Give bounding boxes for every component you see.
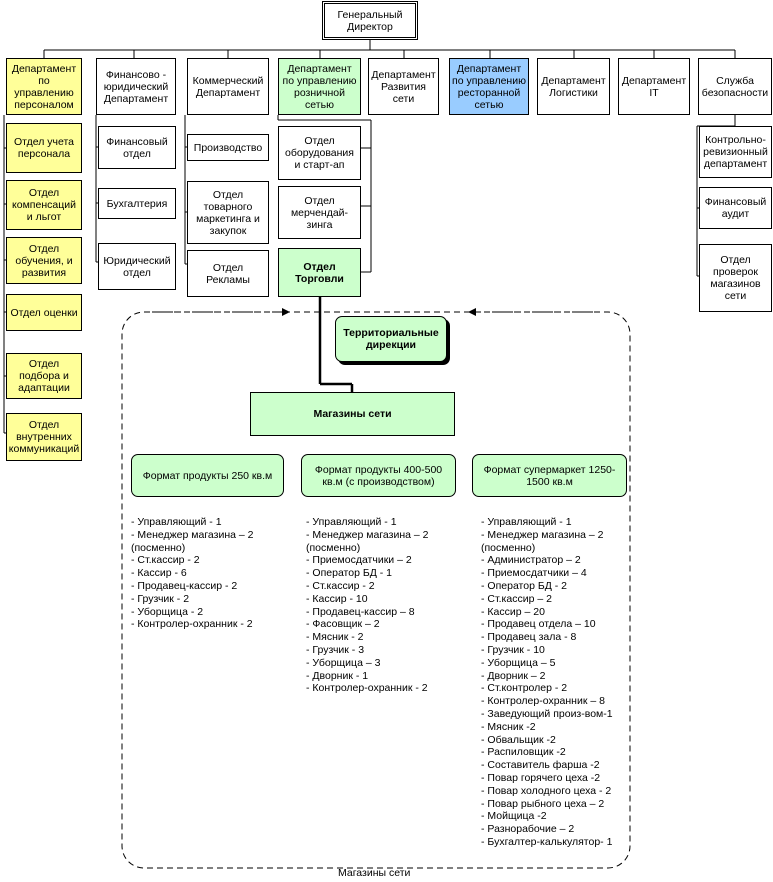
stores-caption: Магазины сети — [338, 867, 411, 879]
staff-item: - Уборщица – 3 — [306, 656, 381, 669]
hr-unit: Отдел учета персонала — [6, 123, 82, 173]
staff-item: - Ст.кассир – 2 — [481, 592, 552, 605]
staff-item: - Кассир - 10 — [306, 592, 368, 605]
staff-item: - Управляющий - 1 — [306, 516, 397, 528]
staff-item: - Менеджер магазина – 2 — [481, 528, 604, 541]
staff-list-supermarket: - Управляющий - 1 - Менеджер магазина – … — [481, 516, 613, 849]
finance-unit: Юридический отдел — [98, 243, 176, 290]
staff-item: - Кассир - 6 — [131, 567, 187, 580]
staff-list-250: - Управляющий - 1 - Менеджер магазина – … — [131, 516, 253, 631]
staff-item: - Администратор – 2 — [481, 554, 581, 567]
retail-unit: Отдел мерчендай-зинга — [278, 186, 361, 239]
staff-item: - Контролер-охранник – 8 — [481, 695, 605, 708]
staff-item: - Грузчик - 3 — [306, 643, 365, 656]
staff-item: - Продавец отдела – 10 — [481, 618, 596, 631]
dept-retail: Департамент по управлению розничной сеть… — [278, 58, 361, 115]
dept-it: Департамент IT — [618, 58, 690, 115]
security-unit: Финансовый аудит — [699, 187, 772, 229]
staff-item: - Продавец зала - 8 — [481, 631, 577, 644]
staff-item: - Контролер-охранник - 2 — [131, 618, 253, 631]
staff-item: - Ст.кассир - 2 — [131, 554, 200, 567]
finance-unit: Финансовый отдел — [98, 126, 176, 169]
commercial-unit: Отдел товарного маркетинга и закупок — [187, 181, 269, 244]
staff-item: - Мясник - 2 — [306, 631, 364, 644]
dept-hr: Департамент по управлению персоналом — [6, 58, 82, 115]
staff-item: - Дворник – 2 — [481, 669, 546, 682]
staff-item: - Ст.контролер - 2 — [481, 682, 568, 695]
stores-box: Магазины сети — [250, 392, 455, 436]
staff-item: - Оператор БД - 1 — [306, 567, 393, 580]
staff-list-400-500: - Управляющий - 1 - Менеджер магазина – … — [306, 516, 428, 695]
staff-item: - Грузчик - 10 — [481, 643, 545, 656]
staff-item: - Менеджер магазина – 2 — [306, 528, 429, 541]
territorial-directorates: Территориальные дирекции — [335, 316, 447, 362]
format-400-500: Формат продукты 400-500 кв.м (с производ… — [301, 454, 456, 497]
ceo-box: Генеральный Директор — [322, 1, 418, 40]
staff-item: - Уборщица – 5 — [481, 656, 556, 669]
staff-item: - Распиловщик -2 — [481, 746, 566, 759]
staff-item: - Менеджер магазина – 2 — [131, 528, 254, 541]
staff-item: - Повар горячего цеха -2 — [481, 771, 601, 784]
staff-item: (посменно) — [306, 541, 361, 554]
format-250: Формат продукты 250 кв.м — [131, 454, 284, 497]
retail-unit: Отдел оборудования и старт-ап — [278, 126, 361, 180]
hr-unit: Отдел подбора и адаптации — [6, 353, 82, 399]
staff-item: - Мясник -2 — [481, 720, 536, 733]
hr-unit: Отдел обучения, и развития — [6, 237, 82, 284]
commercial-unit: Отдел Рекламы — [187, 250, 269, 297]
dept-development: Департамент Развития сети — [368, 58, 439, 115]
format-supermarket: Формат супермаркет 1250-1500 кв.м — [472, 454, 627, 497]
hr-unit: Отдел внутренних коммуникаций — [6, 413, 82, 461]
staff-item: - Продавец-кассир - 2 — [131, 579, 238, 592]
staff-item: - Заведующий произ-вом-1 — [481, 707, 613, 720]
staff-item: - Уборщица - 2 — [131, 605, 204, 618]
commercial-unit: Производство — [187, 134, 269, 161]
staff-item: - Продавец-кассир – 8 — [306, 605, 415, 618]
staff-item: - Повар холодного цеха - 2 — [481, 784, 612, 797]
staff-item: - Приемосдатчики – 2 — [306, 554, 412, 567]
staff-item: - Управляющий - 1 — [481, 516, 572, 528]
security-unit: Контрольно-ревизионный департамент — [699, 126, 772, 178]
staff-item: - Составитель фарша -2 — [481, 759, 600, 772]
dept-finance: Финансово - юридический Департамент — [96, 58, 176, 115]
staff-item: - Бухгалтер-калькулятор- 1 — [481, 835, 613, 848]
staff-item: - Контролер-охранник - 2 — [306, 682, 428, 695]
staff-item: (посменно) — [481, 541, 536, 554]
hr-unit: Отдел компенсаций и льгот — [6, 180, 82, 230]
staff-item: - Дворник - 1 — [306, 669, 369, 682]
staff-item: - Фасовщик – 2 — [306, 618, 380, 631]
retail-unit-trade: Отдел Торговли — [278, 248, 361, 297]
staff-item: - Ст.кассир - 2 — [306, 579, 375, 592]
staff-item: - Грузчик - 2 — [131, 592, 190, 605]
staff-item: - Управляющий - 1 — [131, 516, 222, 528]
finance-unit: Бухгалтерия — [98, 188, 176, 219]
staff-item: - Мойщица -2 — [481, 810, 547, 823]
staff-item: - Повар рыбного цеха – 2 — [481, 797, 605, 810]
dept-commercial: Коммерческий Департамент — [187, 58, 269, 115]
staff-item: (посменно) — [131, 541, 186, 554]
security-unit: Отдел проверок магазинов сети — [699, 244, 772, 312]
dept-logistics: Департамент Логистики — [537, 58, 610, 115]
staff-item: - Приемосдатчики – 4 — [481, 567, 587, 580]
staff-item: - Разнорабочие – 2 — [481, 823, 575, 836]
hr-unit: Отдел оценки — [6, 294, 82, 331]
staff-item: - Оператор БД - 2 — [481, 579, 568, 592]
staff-item: - Обвальщик -2 — [481, 733, 556, 746]
dept-security: Служба безопасности — [698, 58, 772, 115]
staff-item: - Кассир – 20 — [481, 605, 545, 618]
dept-restaurant: Департамент по управлению ресторанной се… — [449, 58, 529, 115]
